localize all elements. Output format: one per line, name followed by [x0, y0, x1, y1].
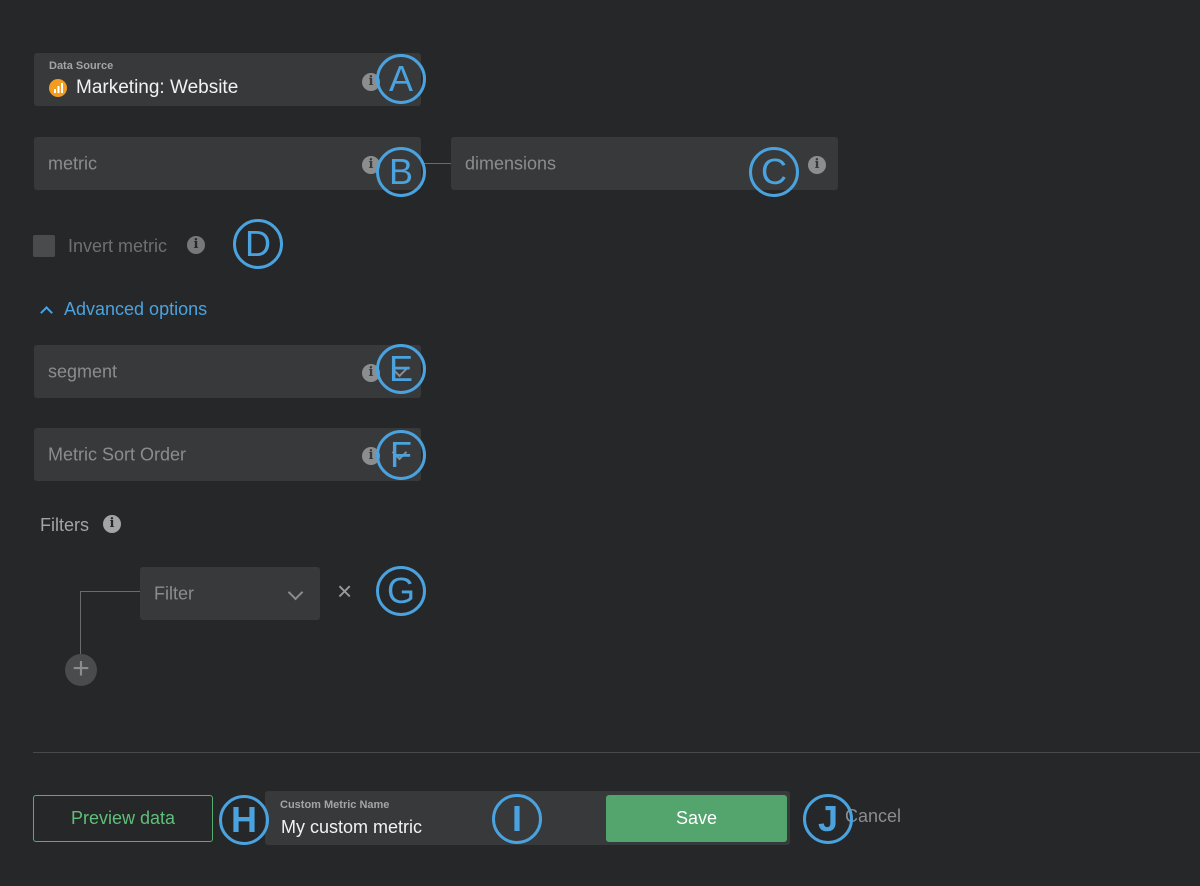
cancel-button[interactable]: Cancel	[845, 806, 902, 826]
info-icon[interactable]: i	[362, 447, 380, 465]
data-source-value: Marketing: Website	[76, 77, 239, 98]
filter-tree-line	[80, 591, 81, 654]
preview-data-button[interactable]: Preview data	[33, 795, 213, 842]
info-icon[interactable]: i	[187, 236, 205, 254]
segment-select[interactable]: segment i	[34, 345, 421, 398]
annotation-marker-c: C	[749, 147, 799, 197]
chevron-down-icon	[287, 584, 304, 601]
annotation-marker-f: F	[376, 430, 426, 480]
filter-tree-line	[80, 591, 140, 592]
metric-select[interactable]: metric i	[34, 137, 421, 190]
annotation-marker-i: I	[492, 794, 542, 844]
annotation-marker-a: A	[376, 54, 426, 104]
filter-placeholder: Filter	[154, 583, 194, 603]
info-icon[interactable]: i	[362, 364, 380, 382]
close-icon[interactable]: ×	[337, 576, 353, 606]
analytics-icon	[49, 79, 67, 97]
divider	[33, 752, 1200, 753]
annotation-marker-b: B	[376, 147, 426, 197]
annotation-marker-h: H	[219, 795, 269, 845]
custom-metric-name-label: Custom Metric Name	[280, 799, 390, 811]
invert-metric-checkbox[interactable]	[33, 235, 55, 257]
info-icon[interactable]: i	[362, 156, 380, 174]
filter-select[interactable]: Filter	[140, 567, 320, 620]
filters-label: Filters	[40, 515, 89, 535]
advanced-options-label: Advanced options	[64, 299, 208, 319]
annotation-marker-e: E	[376, 344, 426, 394]
data-source-select[interactable]: Data Source Marketing: Website i	[34, 53, 421, 106]
info-icon[interactable]: i	[362, 73, 380, 91]
chevron-up-icon	[40, 306, 53, 319]
advanced-options-toggle[interactable]: Advanced options	[38, 298, 228, 322]
annotation-marker-j: J	[803, 794, 853, 844]
connector-line	[421, 163, 451, 164]
info-icon[interactable]: i	[103, 515, 121, 533]
data-source-label: Data Source	[49, 60, 114, 72]
invert-metric-label: Invert metric	[68, 236, 168, 256]
segment-placeholder: segment	[48, 361, 118, 381]
metric-sort-order-placeholder: Metric Sort Order	[48, 444, 187, 464]
annotation-marker-g: G	[376, 566, 426, 616]
metric-sort-order-select[interactable]: Metric Sort Order i	[34, 428, 421, 481]
annotation-marker-d: D	[233, 219, 283, 269]
plus-icon[interactable]: +	[65, 654, 97, 686]
metric-placeholder: metric	[48, 153, 97, 173]
dimensions-placeholder: dimensions	[465, 153, 557, 173]
custom-metric-name-value[interactable]: My custom metric	[281, 817, 423, 837]
save-button[interactable]: Save	[606, 795, 787, 842]
info-icon[interactable]: i	[808, 156, 826, 174]
